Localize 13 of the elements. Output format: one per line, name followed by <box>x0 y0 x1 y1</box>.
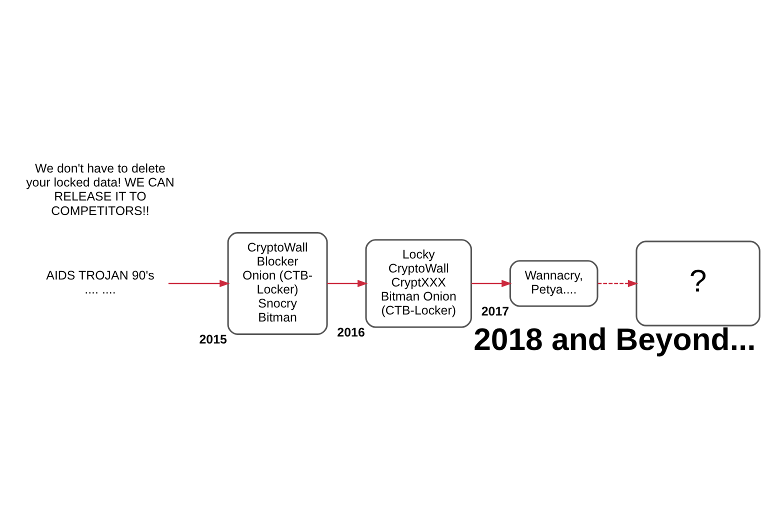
arrow <box>168 280 230 288</box>
arrow <box>471 280 512 288</box>
label: We don't have to delete your locked data! WE CAN RELEASE IT TO COMPETITORS!! <box>26 162 174 218</box>
node-box: ? <box>636 240 760 326</box>
node-text: AIDS TROJAN 90's .... .... <box>46 268 154 296</box>
arrow <box>327 280 368 288</box>
arrow <box>598 280 638 288</box>
node-label: 2015 <box>199 332 227 346</box>
node-box: CryptoWall Blocker Onion (CTB-Locker) Snocry Bitman <box>227 232 328 335</box>
node-label: 2016 <box>337 325 365 340</box>
node-box: Locky CryptoWall CryptXXX Bitman Onion (CTB-Locker) <box>365 239 472 328</box>
node-box: Wannacry, Petya.... <box>509 260 598 307</box>
node-label: 2017 <box>481 304 510 318</box>
